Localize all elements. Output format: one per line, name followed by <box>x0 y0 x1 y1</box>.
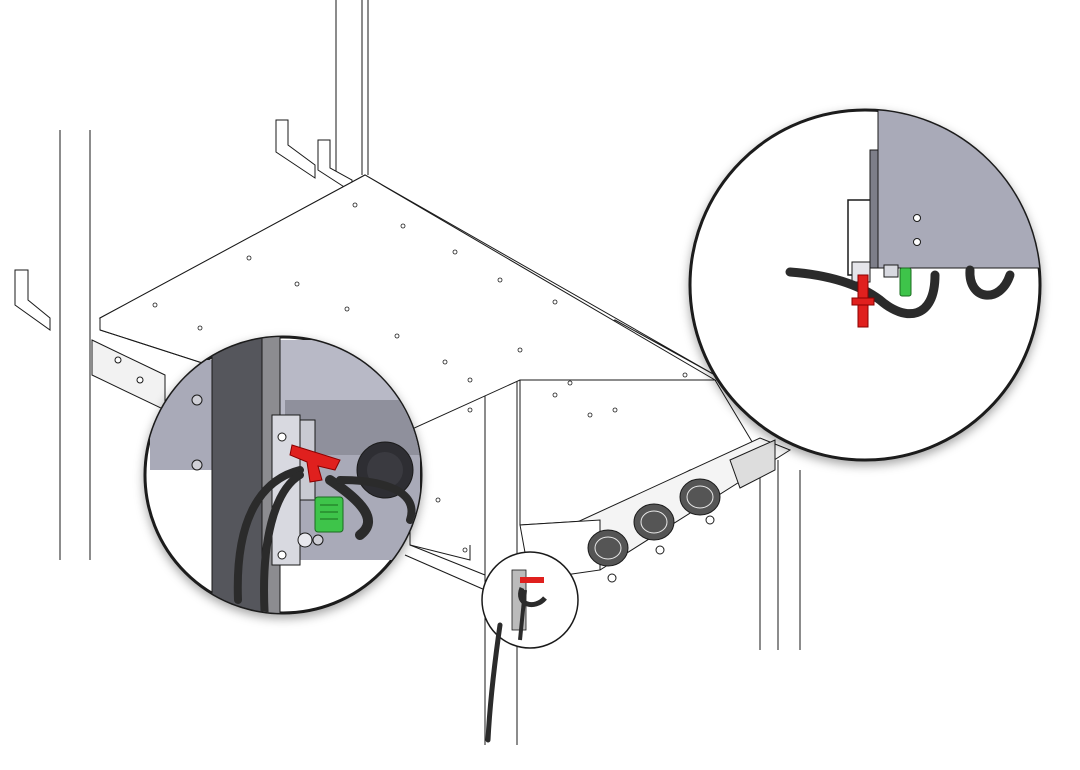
rack-bracket-icon <box>14 119 353 331</box>
cable-strap-icon <box>851 274 875 328</box>
retention-clip-icon <box>899 267 912 297</box>
power-cable-icon <box>485 622 503 743</box>
chassis-screw-dots <box>152 202 688 553</box>
rack-rail-icon <box>91 339 166 411</box>
small-callout-circle <box>481 551 579 649</box>
fan-icon <box>587 439 776 583</box>
retention-clip-icon <box>314 496 344 533</box>
detail-callout-left-content <box>150 337 420 613</box>
cable-strap-icon <box>289 444 341 483</box>
